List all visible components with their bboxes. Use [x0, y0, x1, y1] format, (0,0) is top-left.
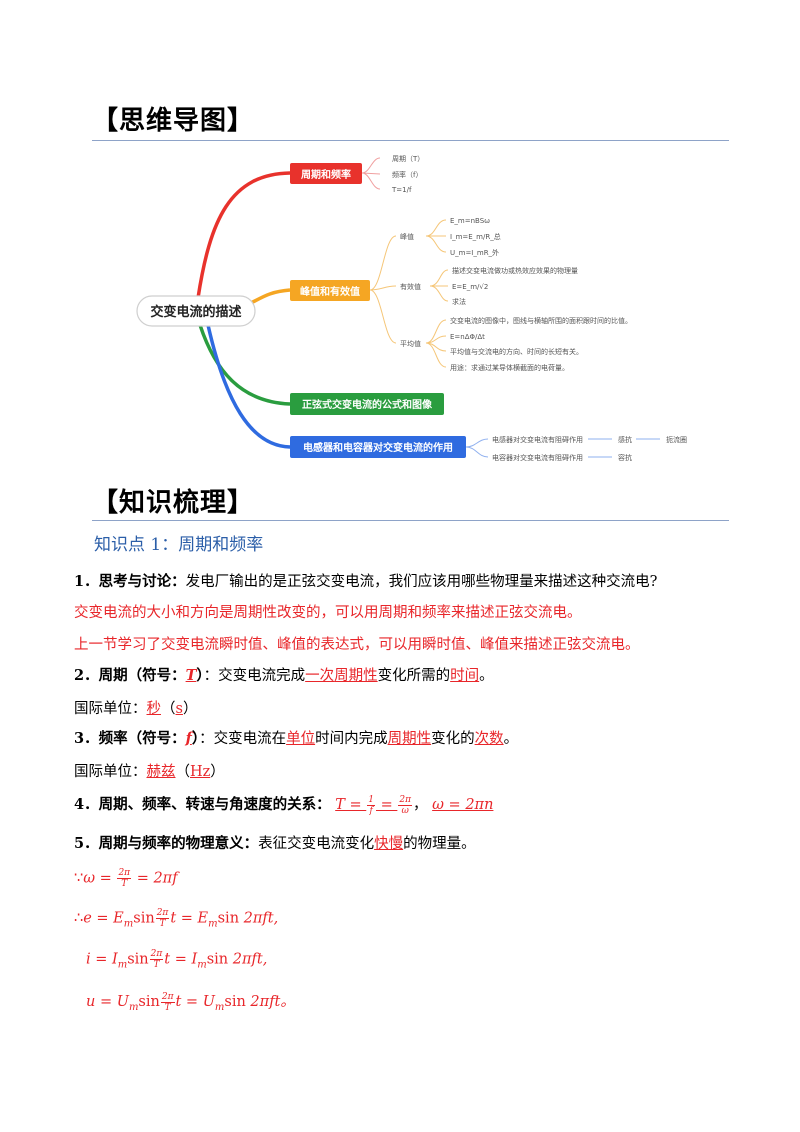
leaf-capacitive-reactance: 容抗 [618, 453, 632, 462]
leaf-um: U_m=I_mR_外 [450, 248, 499, 257]
answer-1: 交变电流的大小和方向是周期性改变的，可以用周期和频率来描述正弦交流电。 [74, 605, 582, 621]
leaf-em: E_m=nBSω [450, 217, 490, 225]
leaf-average-depends: 平均值与交流电的方向、时间的长短有关。 [450, 347, 583, 356]
period-unit: 国际单位：秒（s） [74, 701, 198, 717]
leaf-im: I_m=E_m/R_总 [450, 232, 501, 241]
leaf-frequency-f: 频率（f） [392, 170, 422, 179]
answer-2: 上一节学习了交变电流瞬时值、峰值的表达式，可以用瞬时值、峰值来描述正弦交流电。 [74, 637, 640, 653]
branch-sine: 正弦式交变电流的公式和图像 [302, 398, 433, 411]
item-period: 2．周期（符号：T）：交变电流完成一次周期性变化所需的时间。 [74, 667, 494, 684]
group-average: 平均值 [400, 339, 421, 348]
root-node-box [136, 295, 256, 327]
mind-map: 交变电流的描述 周期和频率 周期（T） 频率（f） T=1/f 峰值和有效值 峰… [136, 155, 687, 462]
section-rule [92, 140, 729, 141]
section-title-knowledge: 【知识梳理】 [92, 488, 255, 518]
branch-period: 周期和频率 [301, 168, 351, 181]
frequency-symbol: f [185, 730, 192, 747]
branch-period-box [290, 163, 362, 184]
item-frequency: 3．频率（符号：f）：交变电流在单位时间内完成周期性变化的次数。 [74, 730, 519, 747]
leaf-capacitor: 电容器对交变电流有阻碍作用 [492, 453, 583, 462]
item-meaning: 5．周期与频率的物理意义：表征交变电流变化快慢的物理量。 [74, 835, 476, 852]
section-rule-2 [92, 520, 729, 521]
leaf-e-effective: E=E_m/√2 [452, 283, 488, 291]
period-symbol: T [185, 667, 197, 684]
leaf-inductor: 电感器对交变电流有阻碍作用 [492, 435, 583, 444]
branch-peak: 峰值和有效值 [300, 285, 360, 298]
leaf-effective-desc: 描述交变电流做功或热效应效果的物理量 [452, 266, 578, 275]
leaf-t-equals: T=1/f [391, 186, 412, 194]
leaf-period-t: 周期（T） [392, 155, 424, 163]
question-1: 1．思考与讨论：发电厂输出的是正弦交变电流，我们应该用哪些物理量来描述这种交流电… [74, 573, 658, 590]
leaf-method: 求法 [452, 297, 466, 306]
branch-inductor-box [290, 436, 466, 458]
group-peak: 峰值 [400, 232, 414, 241]
group-effective: 有效值 [400, 282, 421, 291]
leaf-choke: 扼流圈 [666, 435, 687, 444]
leaf-average-desc: 交变电流的图像中，图线与横轴所围的面积跟时间的比值。 [450, 316, 632, 325]
formula-omega-n: ω = 2πn [432, 797, 494, 813]
frequency-unit: 国际单位：赫兹（Hz） [74, 764, 225, 780]
knowledge-point-title: 知识点 1：周期和频率 [94, 535, 264, 555]
branch-peak-box [290, 280, 370, 301]
leaf-e-average: E=nΔΦ/Δt [450, 333, 485, 341]
leaf-inductive-reactance: 感抗 [618, 435, 632, 444]
connector-red [196, 171, 291, 299]
branch-inductor: 电感器和电容器对交变电流的作用 [303, 441, 453, 454]
branch-sine-box [290, 393, 444, 415]
connector-green [198, 324, 291, 406]
root-node: 交变电流的描述 [150, 304, 241, 320]
leaf-average-use: 用途：求通过某导体横截面的电荷量。 [450, 363, 569, 372]
section-title-mindmap: 【思维导图】 [92, 106, 255, 136]
connector-blue [206, 324, 291, 449]
